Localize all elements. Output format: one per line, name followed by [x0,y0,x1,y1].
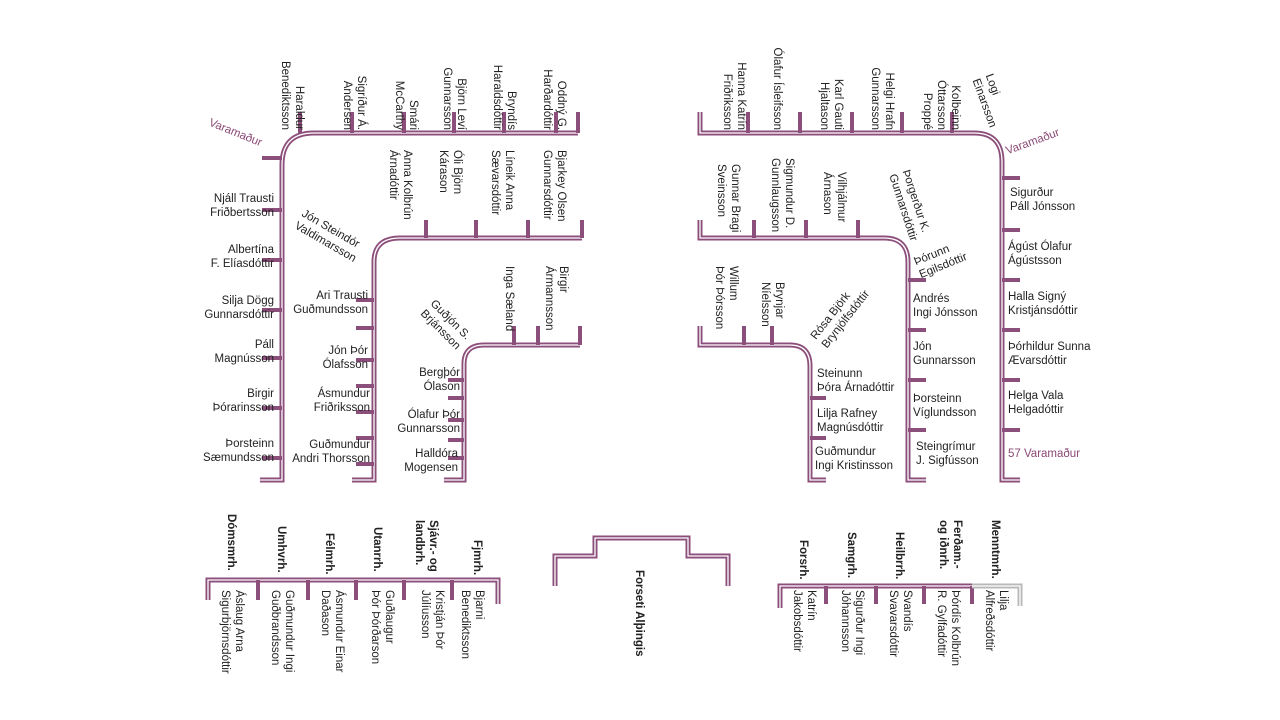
minister-r-name-3: Svandís Svavarsdóttir [887,590,913,658]
seat-r-middle-top-2: Sigmundur D. Gunnlaugsson [769,158,795,233]
row-left-inner-highlight [444,344,580,481]
seat-middle-side-2: Jón Þór Ólafsson [322,345,368,371]
speaker-label: Forseti Alþingis [633,570,645,657]
seat-outer-side-2: Albertína F. Elíasdóttir [210,244,274,270]
seat-r-middle-side-1: Andrés Ingi Jónsson [913,293,978,319]
row-right-inner [697,326,826,483]
seat-middle-top-3: Líneik Anna Sævarsdóttir [489,150,515,216]
minister-name-2: Guðmundur Ingi Guðbrandsson [269,590,295,673]
seat-r-middle-side-4: Steingrímur J. Sigfússon [916,441,979,467]
seat-r-outer-side-4: Þórhildur Sunna Ævarsdóttir [1008,341,1091,367]
seat-middle-side-1: Ari Trausti Guðmundsson [293,290,368,316]
seat-inner-top-1: Inga Sæland [503,266,515,332]
seat-r-middle-side-3: Þorsteinn Víglundsson [913,393,977,419]
seat-r-inner-side-2: Lilja Rafney Magnúsdóttir [817,408,884,434]
seat-outer-side-6: Þorsteinn Sæmundsson [203,438,274,464]
seat-outer-top-6: Oddný G. Harðardóttir [541,69,567,130]
seat-r-middle-top-3: Vilhjálmur Árnason [821,172,847,223]
seat-r-outer-top-1: Hanna Katrín Friðriksson [721,62,747,130]
seat-outer-top-5: Bryndís Haraldsdóttir [491,64,517,130]
seat-r-outer-top-4: Helgi Hrafn Gunnarsson [869,67,895,130]
row-right-outer-highlight [699,112,1020,481]
minister-role-4: Utanrrh. [371,527,383,572]
minister-name-1: Áslaug Arna Sigurbjörnsdóttir [219,590,245,674]
row-right-inner-highlight [699,326,826,481]
row-left-outer-highlight [260,132,578,481]
seat-outer-side-4: Páll Magnússon [214,339,274,365]
row-right-middle [697,220,926,483]
row-ministers-right-vacant-highlight [972,585,1021,606]
seat-r-inner-top-1: Willum Þór Þórsson [713,266,739,330]
seat-outer-top-2: Sigríður Á. Andersen [341,75,367,130]
seat-outer-side-1: Njáll Trausti Friðbertsson [210,193,274,219]
seat-r-outer-top-2: Ólafur Ísleifsson [771,47,783,130]
seat-r-outer-side-3: Halla Signý Kristjánsdóttir [1008,291,1078,317]
seat-r-middle-side-2: Jón Gunnarsson [913,341,976,367]
seat-middle-top-4: Bjarkey Olsen Gunnarsdóttir [541,150,567,222]
row-ministers-left-highlight [207,579,499,604]
seat-middle-side-3: Ásmundur Friðriksson [313,388,370,414]
minister-r-role-4: Ferðam.- og iðnrh. [937,520,963,570]
minister-role-5: Sjávr.- og landbrh. [413,520,439,572]
row-ministers-left [205,577,501,604]
speaker-podium-highlight [554,537,729,586]
minister-name-5: Kristján Þór Júlíusson [419,590,445,650]
seat-r-inner-top-2: Brynjar Níelsson [759,282,785,327]
minister-name-4: Guðlaugur Þór Þórðarson [369,590,395,665]
seat-outer-side-5: Birgir Þórarinsson [212,388,274,414]
seat-r-outer-side-5: Helga Vala Helgadóttir [1008,390,1064,416]
seat-r-inner-side-3: Guðmundur Ingi Kristinsson [815,446,893,472]
minister-role-1: Dómsmrh. [225,514,237,571]
seat-middle-top-1: Anna Kolbrún Árnadóttir [387,150,413,220]
row-ministers-right-highlight [779,585,972,608]
seat-outer-top-3: Smári McCarthy [393,80,419,130]
minister-role-2: Umhvrh. [275,526,287,573]
seat-inner-top-2: Birgir Ármannsson [543,266,569,331]
seat-r-outer-side-2: Ágúst Ólafur Ágústsson [1008,241,1072,267]
minister-name-3: Ásmundur Einar Daðason [319,590,345,673]
minister-r-name-5: Lilja Alfreðsdóttir [983,590,1009,652]
seat-r-outer-side-1: Sigurður Páll Jónsson [1010,187,1076,213]
seat-r-outer-side-6: 57 Varamaður [1008,448,1081,460]
seat-r-inner-side-1: Steinunn Þóra Árnadóttir [817,368,895,394]
minister-r-name-4: Þórdís Kolbrún R. Gylfadóttir [935,590,961,667]
seat-middle-top-2: Óli Björn Kárason [437,150,463,195]
seat-r-middle-top-1: Gunnar Bragi Sveinsson [715,164,741,233]
seat-outer-top-1: Haraldur Benediktsson [279,60,305,130]
seat-outer-top-4: Björn Leví Gunnarsson [441,67,467,130]
row-left-middle-highlight [352,237,582,481]
seat-inner-side-2: Ólafur Þór Gunnarsson [397,409,460,435]
minister-r-role-5: Menntmrh. [989,520,1001,579]
seat-r-outer-top-5: Kolbeinn Óttarsson Proppé [921,80,961,130]
minister-name-6: Bjarni Benediktsson [459,590,485,660]
seat-r-outer-top-3: Karl Gauti Hjaltason [818,78,844,130]
seat-outer-side-3: Silja Dögg Gunnarsdóttir [204,295,274,321]
seat-middle-side-4: Guðmundur Andri Thorsson [292,439,370,465]
seat-inner-side-1: Bergþór Ólason [419,367,460,393]
minister-r-name-2: Sigurður Ingi Jóhannsson [839,590,865,656]
row-right-middle-highlight [699,220,926,481]
seat-inner-side-3: Halldóra Mogensen [404,448,458,474]
minister-r-name-1: Katrín Jakobsdóttir [791,590,817,653]
